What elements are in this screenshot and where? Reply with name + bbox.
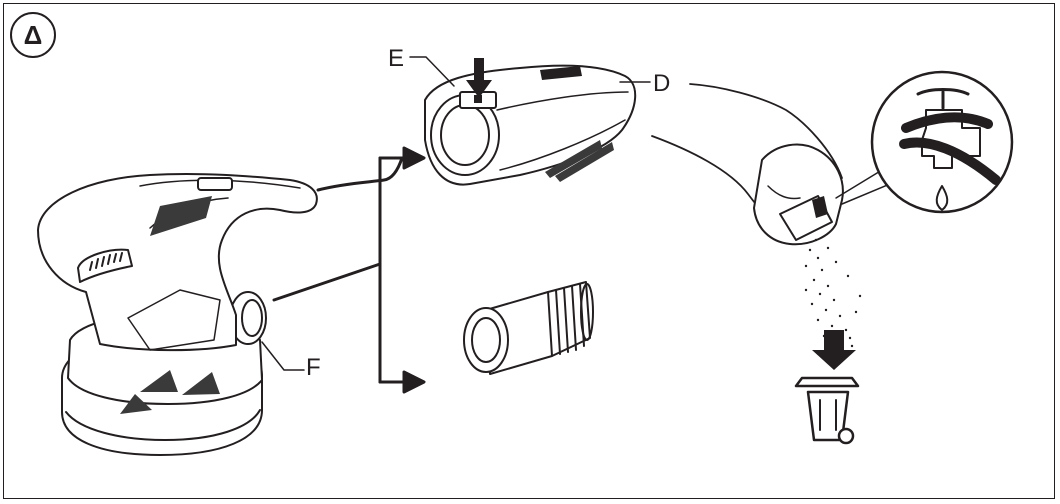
callout-d: D xyxy=(653,70,671,97)
connector-arrows xyxy=(272,146,426,394)
down-arrow-icon xyxy=(812,330,856,370)
callout-f-leader xyxy=(261,341,305,371)
figure-frame xyxy=(3,3,1055,499)
callout-f: F xyxy=(306,354,321,381)
sander-icon xyxy=(37,156,404,456)
callout-e-leader xyxy=(409,56,455,87)
dust-canister-icon xyxy=(424,58,637,186)
hand-icon xyxy=(651,83,844,246)
down-arrow-icon xyxy=(402,146,426,170)
waste-bin-icon xyxy=(794,376,860,445)
step-symbol: Δ xyxy=(23,19,43,50)
step-badge: Δ xyxy=(10,12,56,58)
hose-adapter-icon xyxy=(463,281,594,375)
no-water-tap-icon xyxy=(835,70,1014,214)
callout-e: E xyxy=(388,45,405,72)
